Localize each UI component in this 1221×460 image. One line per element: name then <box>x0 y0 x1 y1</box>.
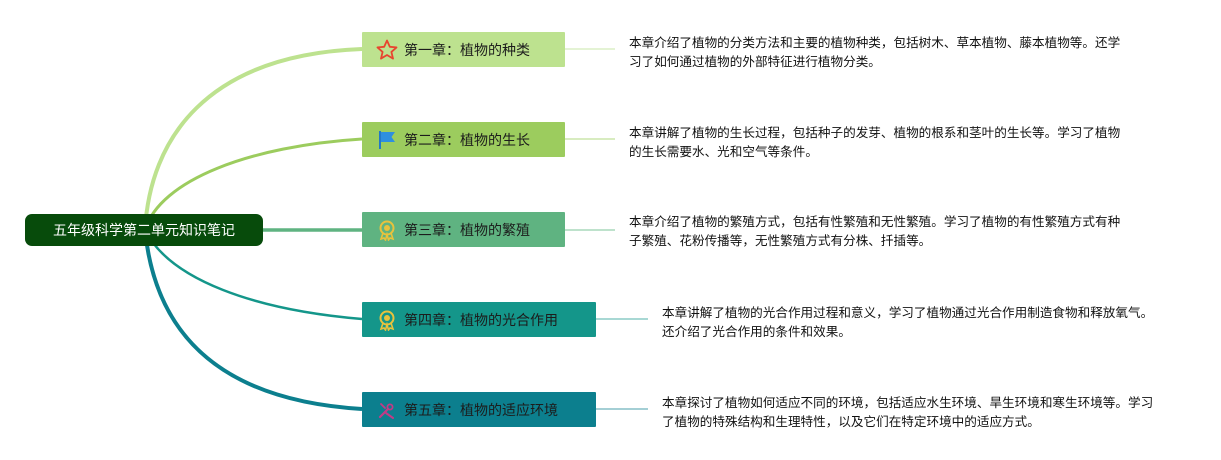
branch-line-2 <box>143 137 363 231</box>
chapter-summary-3: 本章介绍了植物的繁殖方式，包括有性繁殖和无性繁殖。学习了植物的有性繁殖方式有种子… <box>629 214 1121 248</box>
branch-line-1 <box>143 47 363 231</box>
chapter-summary-2: 本章讲解了植物的生长过程，包括种子的发芽、植物的根系和茎叶的生长等。学习了植物的… <box>629 125 1121 159</box>
chapter-summary-1: 本章介绍了植物的分类方法和主要的植物种类，包括树木、草本植物、藤本植物等。还学习… <box>629 35 1121 69</box>
star-icon <box>374 37 400 63</box>
chapter-title-1: 第一章：植物的种类 <box>404 42 530 59</box>
chapter-topic-4[interactable]: 第四章：植物的光合作用 <box>362 302 596 337</box>
chapter-title-2: 第二章：植物的生长 <box>404 132 530 149</box>
chapter-topic-5[interactable]: 第五章：植物的适应环境 <box>362 392 596 427</box>
chapter-title-4: 第四章：植物的光合作用 <box>404 312 558 329</box>
root-topic-label: 五年级科学第二单元知识笔记 <box>53 223 235 239</box>
chapter-topic-2[interactable]: 第二章：植物的生长 <box>362 122 565 157</box>
medal-icon <box>374 307 400 333</box>
flag-icon <box>374 127 400 153</box>
tools-icon <box>374 397 400 423</box>
chapter-summary-5: 本章探讨了植物如何适应不同的环境，包括适应水生环境、旱生环境和寒生环境等。学习了… <box>662 395 1154 429</box>
chapter-title-3: 第三章：植物的繁殖 <box>404 222 530 239</box>
chapter-topic-3[interactable]: 第三章：植物的繁殖 <box>362 212 565 247</box>
chapter-summary-4: 本章讲解了植物的光合作用过程和意义，学习了植物通过光合作用制造食物和释放氧气。还… <box>662 305 1154 339</box>
root-topic[interactable]: 五年级科学第二单元知识笔记 <box>25 214 263 246</box>
medal-icon <box>374 217 400 243</box>
branch-line-5 <box>143 229 363 411</box>
chapter-title-5: 第五章：植物的适应环境 <box>404 402 558 419</box>
chapter-topic-1[interactable]: 第一章：植物的种类 <box>362 32 565 67</box>
branch-line-4 <box>143 229 363 321</box>
